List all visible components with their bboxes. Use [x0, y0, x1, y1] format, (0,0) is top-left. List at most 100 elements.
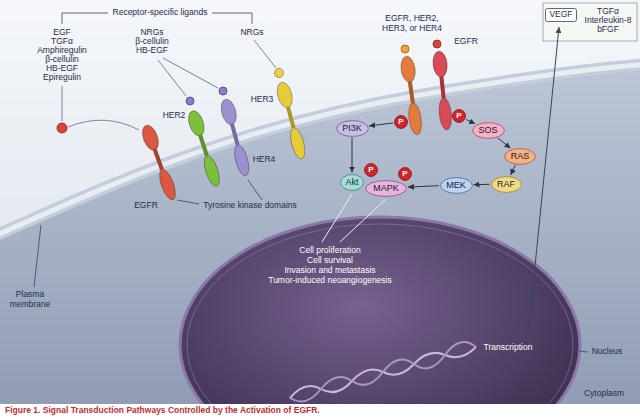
node-text: MEK: [446, 180, 466, 190]
rect-shape: [546, 9, 577, 22]
node-text: MAPK: [373, 183, 399, 193]
part-label: Plasma membrane: [4, 290, 56, 310]
domain-label: Tyrosine kinase domains: [203, 201, 297, 211]
ligand-ball: [275, 69, 284, 78]
node-text: P: [368, 165, 373, 174]
plasma-membrane: [0, 64, 640, 238]
node-text: P: [402, 169, 407, 178]
outcome-text: Tumor-induced neoangiogenesis: [268, 276, 392, 286]
circle-shape: [395, 116, 408, 129]
signal-arrow: [498, 138, 511, 149]
signaling-protein: RAS: [504, 148, 536, 165]
receptor-name: EGFR: [134, 201, 158, 211]
her4-receptor: [219, 98, 253, 178]
node-text: PI3K: [342, 123, 362, 133]
nucleus-shape: [180, 217, 580, 418]
vegf-box: VEGF: [545, 8, 577, 22]
node-text: Akt: [345, 177, 358, 187]
signaling-protein: RAF: [491, 176, 522, 193]
ligand-name: NRGs: [240, 28, 263, 38]
egfr-receptor: [139, 123, 179, 202]
ligand-line: [62, 86, 63, 121]
ligand-ball: [219, 87, 227, 95]
phosphate-circle: P: [398, 167, 412, 181]
receptor-name: EGFR, HER2, HER3, or HER4: [381, 14, 443, 34]
pathway-line: [340, 199, 386, 242]
signal-arrow: [466, 120, 475, 124]
part-label: Nucleus: [592, 347, 623, 357]
leader-line: [177, 200, 199, 204]
bracket-line: [62, 13, 108, 24]
nuclear-envelope: [187, 224, 573, 418]
her2-receptor: [186, 109, 224, 188]
oval-shape: [491, 176, 521, 192]
circle-shape: [399, 168, 412, 181]
phosphate-circle: P: [394, 115, 408, 129]
signaling-protein: PI3K: [336, 120, 369, 137]
node-text: VEGF: [549, 10, 572, 20]
bracket-line: [212, 13, 252, 24]
leader-line: [34, 225, 41, 287]
signaling-protein: MAPK: [365, 180, 407, 197]
pathway-line: [322, 194, 386, 242]
ligand-ball: [57, 40, 441, 133]
group-heading: Receptor-specific ligands: [113, 8, 208, 18]
circle-shape: [365, 164, 378, 177]
factor-name: bFGF: [597, 25, 619, 35]
figure-caption: Figure 1. Signal Transduction Pathways C…: [5, 405, 320, 415]
dimer-receptor: [432, 50, 454, 130]
her3-receptor: [275, 81, 309, 161]
signal-arrow: [511, 165, 516, 175]
secreted-factors-panel: [543, 3, 637, 41]
ligand-line: [68, 120, 139, 130]
circle-shape: [453, 110, 466, 123]
outcome-text: Cell survival: [307, 256, 353, 266]
node-text: RAS: [511, 151, 530, 161]
ligand-ball: [433, 40, 441, 48]
outcome-text: Invasion and metastasis: [284, 266, 375, 276]
signal-arrow: [408, 186, 439, 187]
ligand-line: [158, 60, 186, 96]
signaling-protein: MEK: [440, 177, 473, 194]
oval-shape: [366, 180, 407, 196]
signaling-protein: Akt: [340, 174, 364, 191]
outcome-text: Cell proliferation: [299, 246, 360, 256]
oval-shape: [440, 177, 472, 193]
ligand-line: [163, 58, 218, 88]
receptor-name: EGFR: [454, 37, 478, 47]
dna-helix: [290, 342, 476, 401]
ligand-ball: [401, 45, 409, 53]
phosphate-circle: P: [452, 109, 466, 123]
leader-line: [579, 351, 588, 352]
receptor-name: HER3: [251, 95, 274, 105]
signal-arrow: [369, 123, 393, 126]
signal-arrow: [352, 138, 353, 173]
signaling-protein: SOS: [472, 122, 505, 139]
ligand-name: HB-EGF: [136, 46, 168, 56]
part-label: Cytoplasm: [584, 389, 624, 399]
ligand-line: [254, 40, 276, 68]
leader-line: [34, 180, 588, 352]
phosphate-circle: P: [364, 163, 378, 177]
node-text: SOS: [478, 125, 497, 135]
node-text: RAF: [497, 179, 515, 189]
leader-line: [248, 180, 262, 200]
ligand-name: Epiregulin: [43, 73, 81, 83]
transcription-arrow: [528, 27, 559, 336]
plasma-membrane: [0, 64, 640, 238]
ligand-ball: [57, 123, 67, 133]
oval-shape: [336, 120, 368, 136]
signal-arrow: [474, 184, 490, 185]
ligand-line: [62, 40, 276, 130]
node-text: P: [398, 117, 403, 126]
process-label: Transcription: [484, 343, 533, 353]
oval-shape: [341, 174, 364, 190]
ligand-ball: [186, 97, 194, 105]
caption-band: [0, 404, 640, 418]
oval-shape: [472, 122, 504, 138]
node-text: P: [456, 111, 461, 120]
